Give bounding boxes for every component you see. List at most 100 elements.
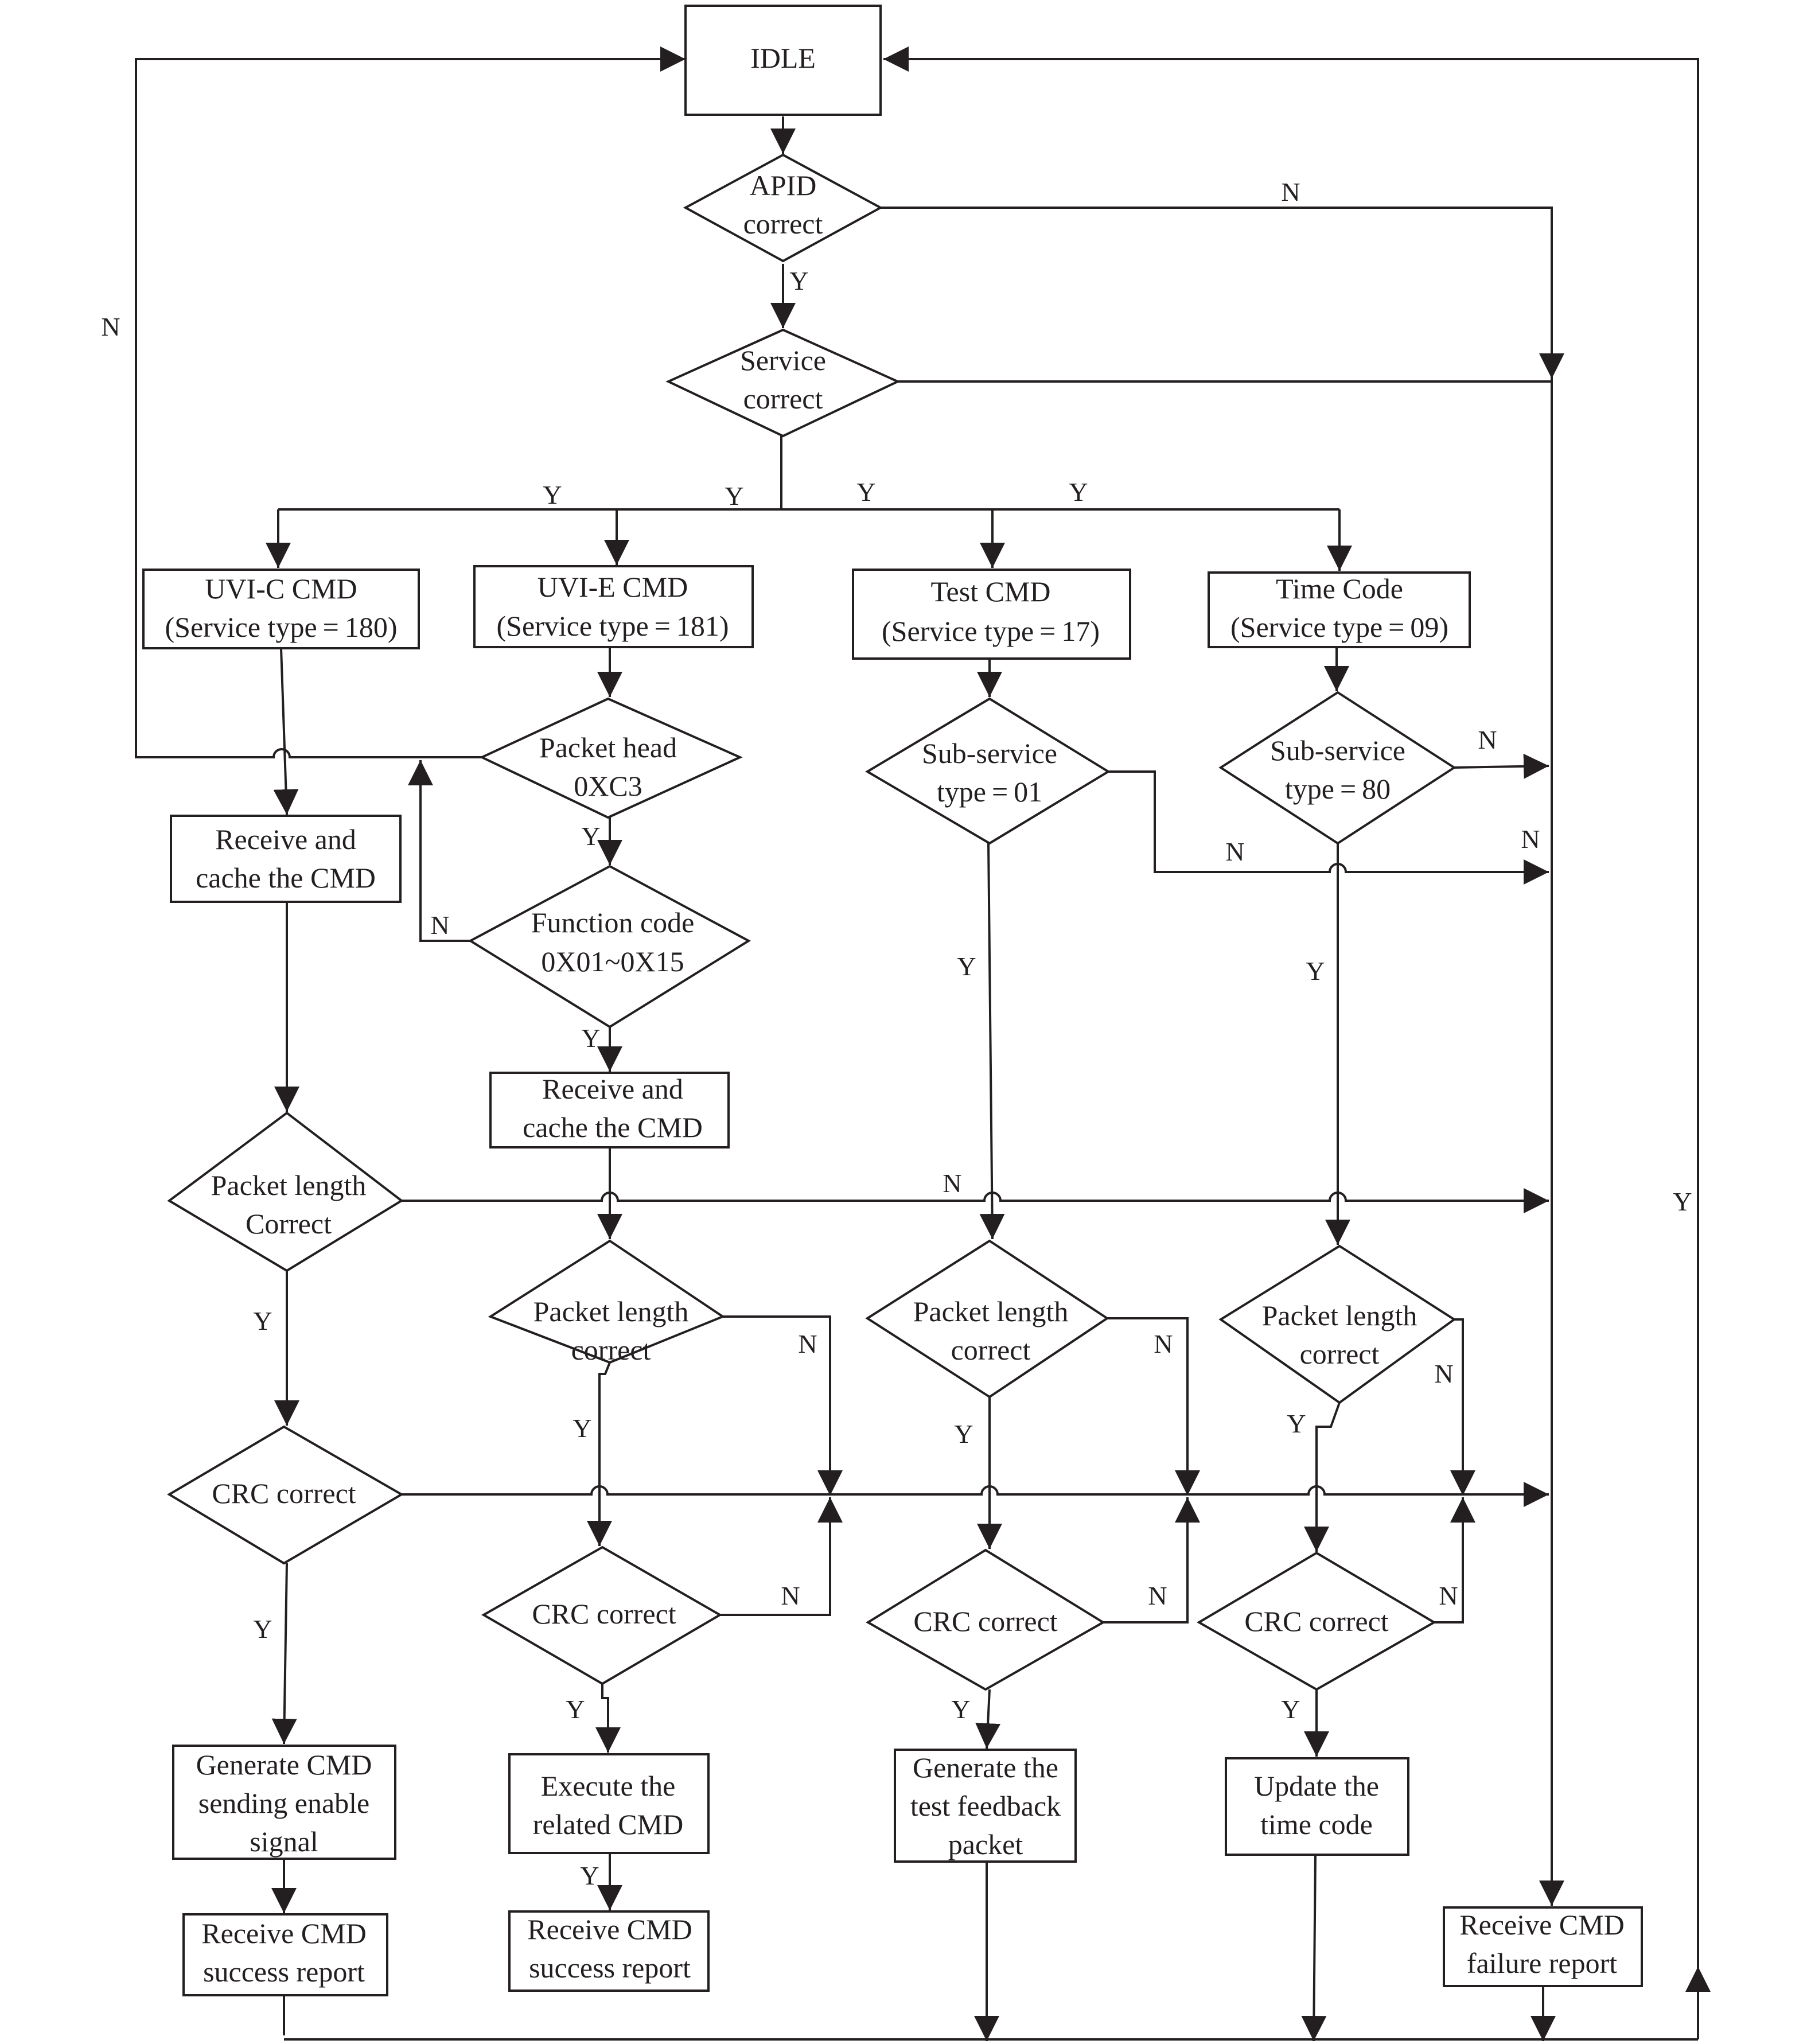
label-sub-time-no: N [1478,725,1497,754]
node-apid-text-1: APID [750,169,817,201]
node-update-time-text-2: time code [1260,1808,1373,1840]
node-success-e-text-1: Receive CMD [527,1913,692,1945]
node-len-c-text-2: Correct [246,1208,332,1240]
node-time-code-text-1: Time Code [1276,573,1403,605]
node-test-cmd: Test CMD (Service type = 17) [852,569,1131,660]
edge-lene-crce [587,1362,612,1546]
edge-lentc-crctc [1304,1402,1341,1552]
connectors [135,46,1711,2042]
label-branch-time-yes: Y [1069,477,1088,507]
node-receive-cache-e: Receive and cache the CMD [489,1072,730,1148]
label-lenc-no: N [943,1169,961,1198]
node-recv-e-text-1: Receive and [542,1073,683,1105]
label-sub-time-no-2: N [1521,824,1540,854]
edge-sub-test-no [1108,770,1549,885]
node-crc-tc: CRC correct [1197,1551,1436,1691]
node-test-cmd-text-1: Test CMD [930,575,1050,608]
label-crce-yes: Y [566,1695,585,1724]
label-lentc-no: N [1434,1359,1453,1388]
node-success-c-text-2: success report [203,1956,365,1988]
node-packet-length-e: Packet length correct [488,1239,726,1366]
edge-lenc-no [402,1188,1549,1213]
node-sub-service-test: Sub-service type = 01 [865,697,1111,845]
node-function-code-text-1: Function code [531,906,695,939]
label-return-yes: Y [1673,1187,1692,1216]
label-lenc-yes: Y [253,1306,272,1336]
node-len-e-text-2: correct [571,1334,651,1366]
node-execute-cmd: Execute the related CMD [508,1753,710,1854]
node-gen-feedback-text-2: test feedback [910,1790,1061,1822]
node-sub-time-text-2: type = 80 [1285,773,1391,805]
node-len-t-text-1: Packet length [913,1295,1069,1327]
node-failure-report: Receive CMD failure report [1443,1906,1643,1987]
label-crct-no: N [1148,1581,1167,1610]
node-update-time: Update the time code [1225,1757,1409,1856]
node-crc-c-text: CRC correct [212,1477,356,1509]
edge-uvic-recv [273,648,299,815]
node-test-cmd-text-2: (Service type = 17) [882,615,1100,647]
edge-lentc-no [1450,1318,1475,1496]
node-uvic-cmd: UVI-C CMD (Service type = 180) [142,569,420,649]
label-crce-no: N [781,1581,800,1610]
node-success-c-text-1: Receive CMD [201,1917,366,1949]
node-generate-enable: Generate CMD sending enable signal [172,1745,396,1860]
node-len-e-text-1: Packet length [533,1295,689,1327]
node-sub-test-text-2: type = 01 [937,776,1042,808]
label-apid-yes: Y [789,266,808,295]
label-crcc-yes: Y [253,1614,272,1644]
node-recv-c-text-2: cache the CMD [196,862,376,894]
label-lene-no: N [798,1329,817,1358]
edge-lent-no [1107,1317,1200,1496]
node-gen-enable-text-2: sending enable [198,1787,370,1819]
label-left-loop-no: N [101,312,120,341]
node-idle-text: IDLE [750,42,816,74]
node-apid-text-2: correct [743,208,823,240]
label-packethead-yes: Y [581,822,600,851]
node-generate-feedback: Generate the test feedback packet [894,1749,1077,1863]
node-uvie-cmd-text-1: UVI-E CMD [538,571,688,603]
node-len-c-text-1: Packet length [211,1169,367,1201]
node-gen-feedback-text-3: packet [948,1828,1023,1860]
node-recv-c-text-1: Receive and [215,823,356,855]
node-gen-enable-text-1: Generate CMD [196,1749,372,1781]
label-sub-test-yes: Y [957,952,976,981]
node-uvie-cmd-text-2: (Service type = 181) [496,610,729,642]
node-sub-test-text-1: Sub-service [922,737,1057,769]
node-failure-text-2: failure report [1467,1947,1617,1979]
node-packet-length-c: Packet length Correct [167,1111,404,1272]
edge-update-bottom [1301,1854,1327,2042]
node-crc-t: CRC correct [866,1548,1105,1691]
edge-sub-test-len [979,843,1005,1240]
edge-crct-no [1103,1497,1200,1623]
node-time-code: Time Code (Service type = 09) [1208,571,1471,648]
node-failure-text-1: Receive CMD [1459,1909,1624,1941]
node-success-e-text-2: success report [529,1952,691,1984]
node-function-code-text-2: 0X01~0X15 [541,945,684,978]
edge-packethead-no-idle [135,46,686,758]
node-service-correct: Service correct [665,328,901,438]
node-service-text-2: correct [743,383,823,415]
node-apid-correct: APID correct [683,153,883,263]
label-lentc-yes: Y [1287,1409,1306,1438]
node-gen-enable-text-3: signal [250,1825,318,1858]
node-uvic-cmd-text-2: (Service type = 180) [165,611,397,643]
label-sub-time-yes: Y [1306,956,1325,986]
node-packet-length-tc: Packet length correct [1218,1244,1456,1404]
node-uvie-cmd: UVI-E CMD (Service type = 181) [473,565,754,648]
nodes: IDLE APID correct Service correct UVI-C … [142,5,1643,1996]
edge-crcc-no [402,1482,1549,1507]
label-crct-yes: Y [951,1695,970,1724]
node-crc-e: CRC correct [481,1545,722,1685]
label-lene-yes: Y [573,1414,591,1443]
label-execute-yes: Y [580,1861,599,1890]
node-time-code-text-2: (Service type = 09) [1230,611,1448,643]
node-idle: IDLE [684,5,882,116]
node-success-report-e: Receive CMD success report [508,1910,710,1992]
node-crc-tc-text: CRC correct [1244,1605,1388,1637]
edge-function-no [408,760,470,942]
label-branch-uvic-yes: Y [543,480,562,509]
edge-lene-no [723,1315,843,1496]
node-len-tc-text-2: correct [1300,1338,1380,1370]
node-success-report-c: Receive CMD success report [182,1913,388,1996]
